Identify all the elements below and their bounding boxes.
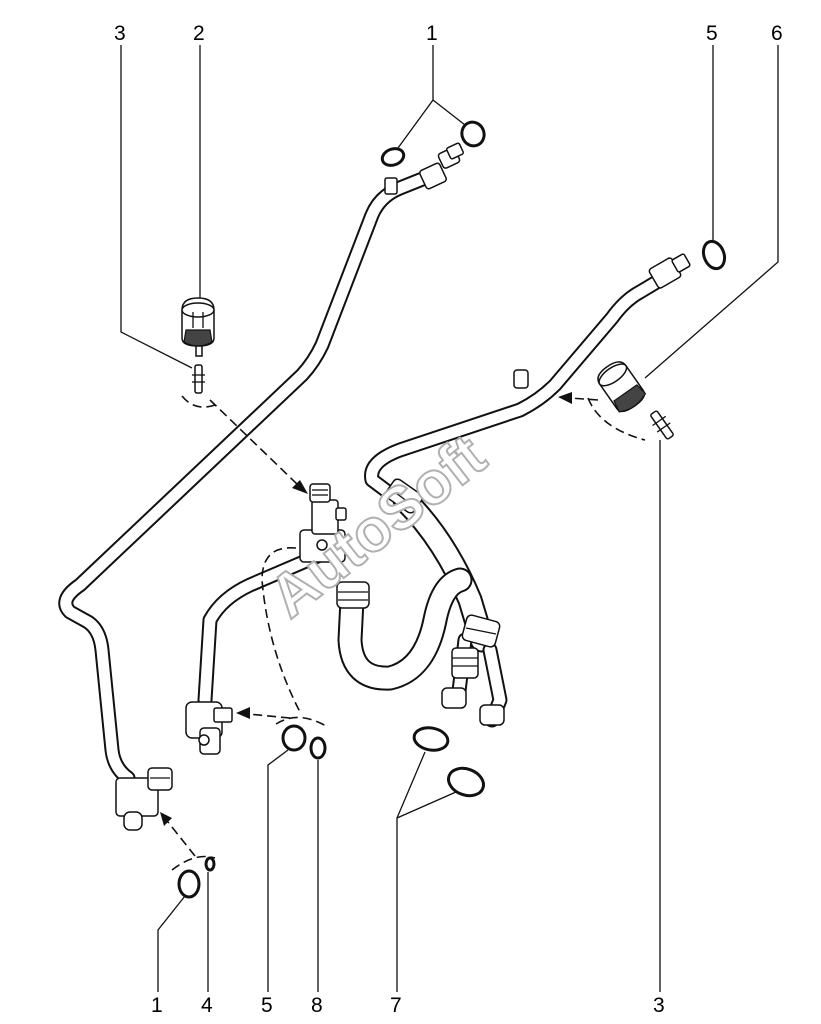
service-cap-left <box>181 297 215 357</box>
leader-3-top <box>120 45 193 369</box>
central-valve-block <box>299 483 347 563</box>
arc-core-left <box>181 395 216 408</box>
arc-orings-lower-left <box>171 855 216 871</box>
callout-8-bottom: 8 <box>311 994 323 1017</box>
refrigerant-lines <box>58 170 668 786</box>
callout-1-bottom: 1 <box>151 994 163 1017</box>
hose-collars <box>336 478 501 679</box>
leader-1-bottom <box>157 895 186 992</box>
callout-3-bottom: 3 <box>653 994 665 1017</box>
middle-elbow-fitting <box>185 701 233 755</box>
leader-1-top <box>397 45 434 149</box>
valve-core-right <box>650 410 674 440</box>
middle-pipe-inner <box>199 549 326 706</box>
left-pipe-block-fitting <box>115 767 173 831</box>
top-service-port <box>384 177 398 195</box>
leader-7-bottom <box>396 751 426 992</box>
o-ring-top-small <box>380 147 406 167</box>
left-pipe-inner <box>60 172 431 784</box>
arrow-orings-to-block <box>167 821 196 857</box>
o-ring-top-large <box>460 120 486 148</box>
callout-numbers-top: 3 2 1 5 6 <box>114 22 783 45</box>
arc-orings-middle <box>275 716 327 727</box>
installation-arrows <box>160 392 646 871</box>
o-ring-8 <box>309 736 327 760</box>
service-cap-right <box>597 361 647 413</box>
callout-7-bottom: 7 <box>390 994 402 1017</box>
leader-5-bottom <box>267 749 289 992</box>
lower-stub-left-end <box>441 687 467 709</box>
o-ring-7-lower <box>447 766 485 798</box>
right-pipe-inner <box>366 274 666 498</box>
caps-and-cores <box>181 297 674 440</box>
callout-4-bottom: 4 <box>201 994 213 1017</box>
o-rings <box>177 120 727 899</box>
arc-core-right <box>587 397 646 441</box>
lower-hose-inner <box>339 569 471 689</box>
callout-5-bottom: 5 <box>261 994 273 1017</box>
leader-lines <box>120 45 779 992</box>
valve-core-left <box>192 364 205 394</box>
o-ring-1-lower <box>177 869 201 899</box>
o-ring-5-lower <box>281 724 307 752</box>
top-pipe-nut <box>419 142 464 190</box>
o-ring-7-upper <box>412 726 450 752</box>
lower-stub-right-end <box>479 704 505 726</box>
o-ring-4 <box>204 856 216 872</box>
leader-1-top-b <box>432 99 466 126</box>
leader-6-top <box>644 45 779 379</box>
arrow-orings-to-elbow <box>247 713 291 719</box>
right-service-port <box>513 369 529 389</box>
arc-middle-fitting <box>261 547 301 713</box>
arrow-core-left-to-block <box>209 399 299 486</box>
callout-5-top: 5 <box>706 22 718 45</box>
right-pipe-nut <box>648 253 691 289</box>
callout-1-top: 1 <box>426 22 438 45</box>
leader-7-bottom-b <box>396 791 457 819</box>
callout-2-top: 2 <box>193 22 205 45</box>
o-ring-5-top <box>701 239 727 271</box>
fittings <box>115 142 691 831</box>
callout-3-top: 3 <box>114 22 126 45</box>
callout-6-top: 6 <box>771 22 783 45</box>
callout-numbers-bottom: 1 4 5 8 7 3 <box>151 994 665 1017</box>
arrow-cap-right-to-port <box>569 397 599 401</box>
